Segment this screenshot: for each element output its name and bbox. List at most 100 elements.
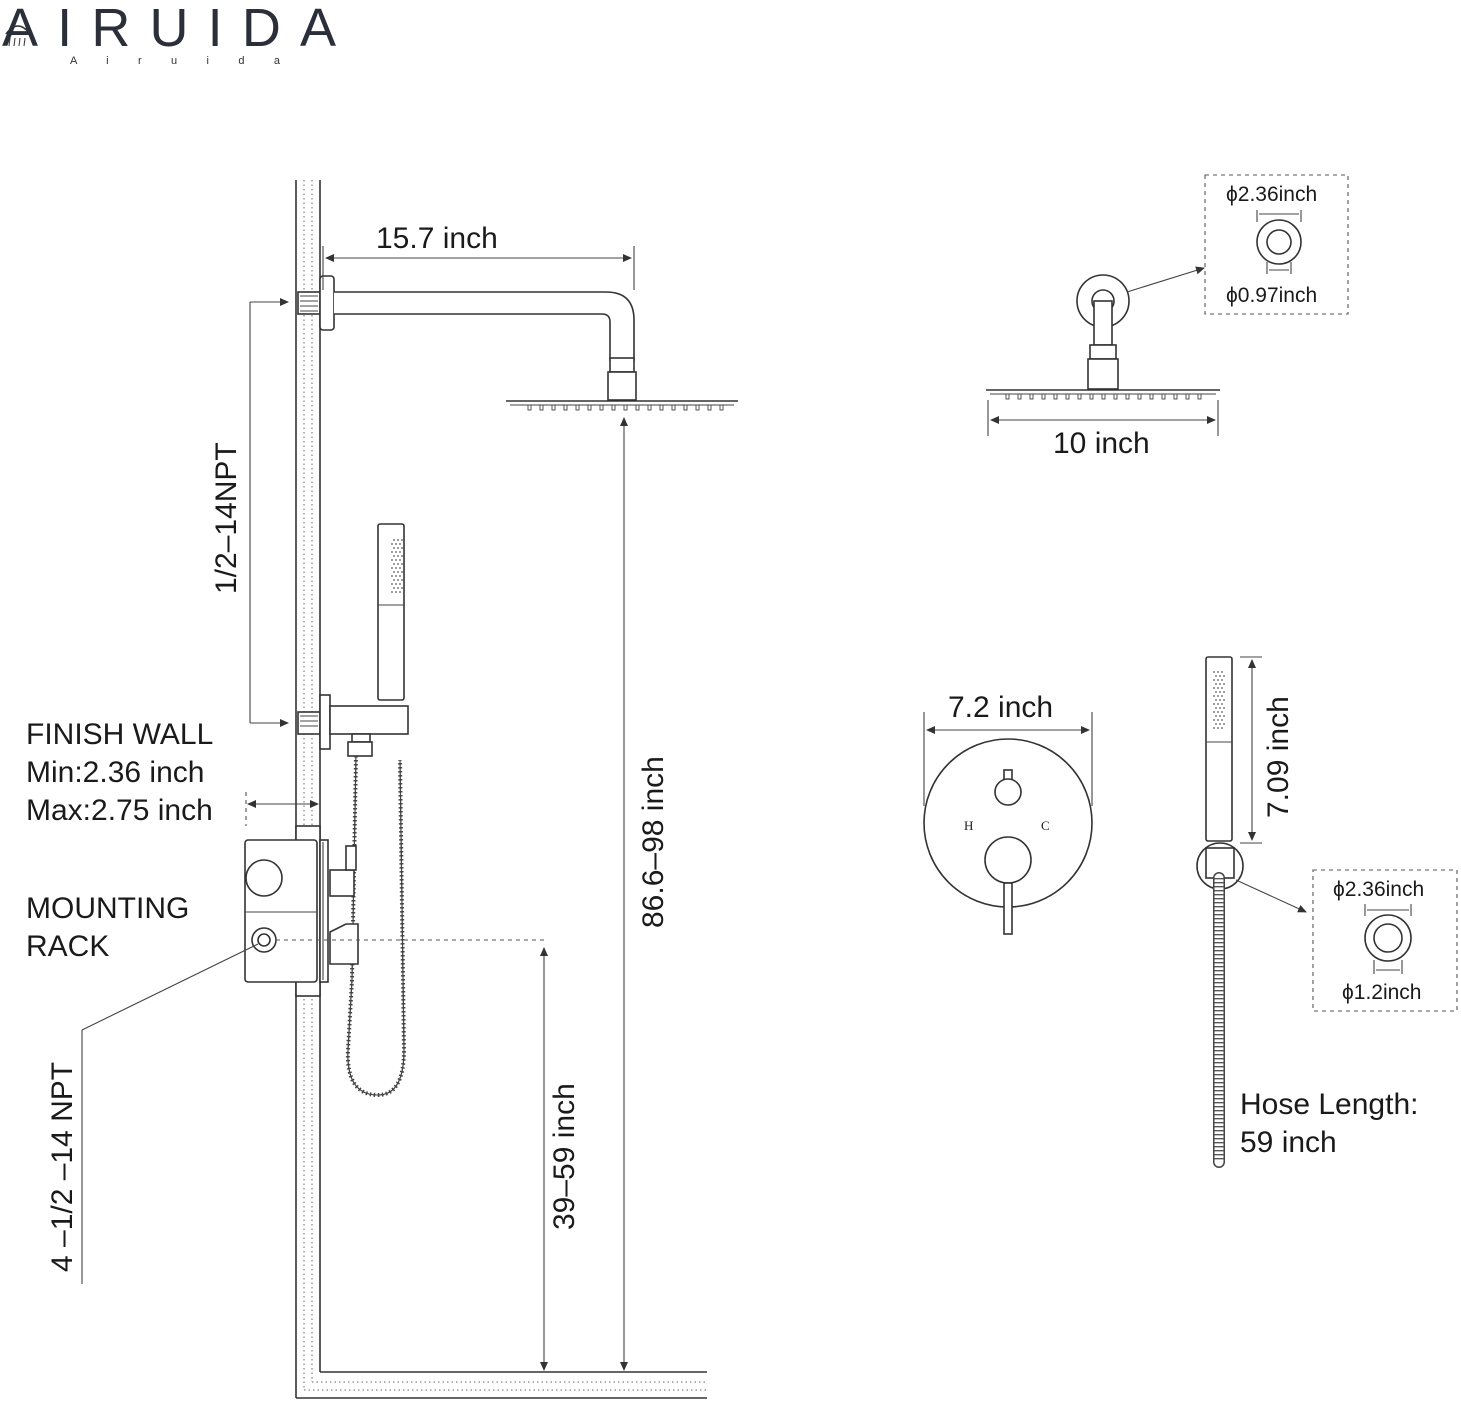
spray-hole — [1215, 683, 1217, 685]
spray-hole — [1215, 723, 1217, 725]
cold-indicator: C — [1041, 818, 1050, 833]
nozzle — [563, 404, 568, 411]
spray-hole — [399, 559, 401, 561]
spray-hole — [1223, 723, 1225, 725]
spray-hole — [391, 551, 393, 553]
nozzle — [611, 404, 616, 411]
nozzle — [1185, 393, 1190, 400]
nozzle — [1197, 393, 1202, 400]
wall-outlet-holder-side — [297, 694, 409, 757]
spray-hole — [1219, 715, 1221, 717]
spray-hole — [397, 555, 399, 557]
spray-hole — [395, 575, 397, 577]
nozzle — [695, 404, 700, 411]
spray-hole — [399, 583, 401, 585]
valve-thread-callout: 4 –1/2 –14 NPT — [46, 943, 259, 1284]
spray-hole — [1213, 719, 1215, 721]
spray-hole — [1221, 711, 1223, 713]
nozzle — [539, 404, 544, 411]
spray-hole — [397, 547, 399, 549]
spray-hole — [395, 567, 397, 569]
spray-hole — [1221, 695, 1223, 697]
spray-hole — [1221, 679, 1223, 681]
spray-hole — [391, 575, 393, 577]
spray-hole — [395, 591, 397, 593]
spray-hole — [393, 547, 395, 549]
spray-hole — [1221, 671, 1223, 673]
spray-hole — [395, 543, 397, 545]
spray-hole — [393, 571, 395, 573]
arm-flange-outer-label: ϕ2.36inch — [1226, 183, 1317, 206]
spray-hole — [391, 583, 393, 585]
spray-hole — [401, 563, 403, 565]
spray-hole — [391, 559, 393, 561]
spray-hole — [1213, 687, 1215, 689]
spray-hole — [1217, 719, 1219, 721]
head-width-dimension: 10 inch — [987, 400, 1219, 460]
spray-hole — [397, 587, 399, 589]
spray-hole — [399, 543, 401, 545]
spray-hole — [401, 547, 403, 549]
mounting-rack-label-group: MOUNTING RACK — [26, 892, 189, 963]
finish-wall-min: Min:2.36 inch — [26, 756, 204, 789]
finish-wall-max: Max:2.75 inch — [26, 794, 213, 827]
holder-callout — [1235, 879, 1307, 913]
spray-hole — [1215, 715, 1217, 717]
spray-hole — [1215, 691, 1217, 693]
brand-logo: AIRUIDA A i r u i d a — [2, 0, 344, 67]
holder-outer-label: ϕ2.36inch — [1333, 878, 1424, 901]
nozzle — [635, 404, 640, 411]
spray-hole — [397, 563, 399, 565]
handheld-shower-side — [377, 523, 405, 701]
spray-hole — [1223, 699, 1225, 701]
nozzle — [1053, 393, 1058, 400]
spray-hole — [1217, 711, 1219, 713]
finish-wall-title: FINISH WALL — [26, 718, 213, 751]
spray-hole — [1217, 671, 1219, 673]
nozzle — [707, 404, 712, 411]
rain-shower-head-side — [506, 400, 738, 411]
arm-flange-callout — [1126, 266, 1205, 293]
spray-hole — [1215, 707, 1217, 709]
spray-hole — [391, 543, 393, 545]
spray-hole — [397, 579, 399, 581]
valve-height-dimension: 39–59 inch — [276, 939, 581, 1371]
spray-hole — [1219, 683, 1221, 685]
nozzle — [1161, 393, 1166, 400]
nozzle — [1113, 393, 1118, 400]
nozzle — [1125, 393, 1130, 400]
nozzle — [575, 404, 580, 411]
spray-hole — [395, 559, 397, 561]
inlet-thread-label: 1/2–14NPT — [210, 442, 243, 594]
nozzle — [719, 404, 724, 411]
arm-length-dimension: 15.7 inch — [322, 222, 635, 290]
holder-detail: ϕ2.36inch ϕ1.2inch — [1312, 869, 1458, 1012]
spray-hole — [1219, 675, 1221, 677]
nozzle — [659, 404, 664, 411]
spray-hole — [393, 579, 395, 581]
nozzle — [1029, 393, 1034, 400]
handheld-length-label: 7.09 inch — [1262, 696, 1295, 818]
spray-hole — [1217, 687, 1219, 689]
nozzle — [671, 404, 676, 411]
shower-arm-side — [297, 275, 637, 401]
spray-hole — [1217, 727, 1219, 729]
arm-flange-detail: ϕ2.36inch ϕ0.97inch — [1204, 174, 1349, 315]
nozzle — [1041, 393, 1046, 400]
nozzle — [1065, 393, 1070, 400]
spray-hole — [393, 563, 395, 565]
spray-hole — [399, 567, 401, 569]
spray-hole — [401, 539, 403, 541]
shower-hose-side — [345, 755, 407, 1098]
spray-hole — [397, 571, 399, 573]
nozzle — [1089, 393, 1094, 400]
head-height-dimension: 86.6–98 inch — [620, 417, 670, 1371]
spray-hole — [1223, 675, 1225, 677]
handheld-shower-front — [1196, 656, 1244, 890]
spray-hole — [1223, 715, 1225, 717]
spray-hole — [1213, 727, 1215, 729]
nozzle — [1005, 393, 1010, 400]
logo-text: AIRUIDA — [2, 0, 344, 58]
spray-hole — [1217, 679, 1219, 681]
